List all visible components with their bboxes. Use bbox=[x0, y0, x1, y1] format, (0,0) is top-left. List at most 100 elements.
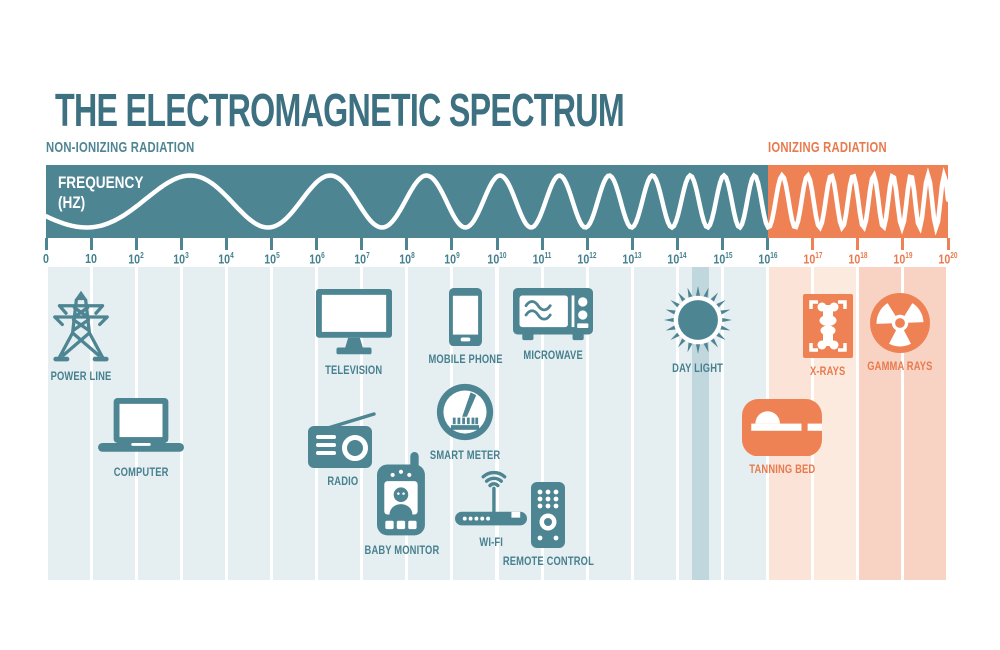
axis-tick-label: 1017 bbox=[803, 251, 823, 267]
axis-tick-label: 1020 bbox=[938, 251, 958, 267]
axis-tick-label: 106 bbox=[308, 251, 325, 267]
device-baby-monitor: BABY MONITOR bbox=[365, 452, 439, 557]
sun-ray bbox=[703, 287, 709, 299]
device-label: BABY MONITOR bbox=[364, 543, 440, 558]
sun-ray bbox=[709, 292, 719, 303]
device-remote-control: REMOTE CONTROL bbox=[502, 482, 593, 568]
device-label: WI-FI bbox=[479, 535, 503, 550]
axis-tick-label: 1014 bbox=[667, 251, 687, 267]
spectrum-column bbox=[227, 267, 270, 580]
sun-ray bbox=[715, 331, 726, 341]
axis-tick bbox=[675, 238, 679, 250]
mobile-phone-icon bbox=[449, 288, 482, 347]
device-day-light: DAY LIGHT bbox=[663, 285, 733, 375]
axis-tick bbox=[89, 238, 93, 250]
axis-tick-label: 10 bbox=[85, 251, 98, 266]
axis-tick-label: 1010 bbox=[487, 251, 507, 267]
axis-tick bbox=[630, 238, 634, 250]
device-x-rays: X-RAYS bbox=[803, 294, 853, 378]
axis-tick bbox=[495, 238, 499, 250]
gamma-rays-icon bbox=[870, 293, 930, 353]
sun-ray bbox=[703, 341, 709, 353]
sun-ray bbox=[721, 317, 733, 323]
page-title: THE ELECTROMAGNETIC SPECTRUM bbox=[55, 83, 625, 136]
axis-tick-label: 1011 bbox=[532, 251, 552, 267]
axis-tick-label: 1019 bbox=[893, 251, 913, 267]
spectrum-column bbox=[47, 267, 90, 580]
non-ionizing-label: NON-IONIZING RADIATION bbox=[46, 139, 195, 156]
axis-tick bbox=[450, 238, 454, 250]
sun-ray bbox=[665, 309, 677, 315]
device-label: TANNING BED bbox=[748, 462, 816, 477]
axis-tick bbox=[360, 238, 364, 250]
device-label: DAY LIGHT bbox=[672, 361, 724, 375]
device-gamma-rays: GAMMA RAYS bbox=[867, 293, 933, 373]
device-label: X-RAYS bbox=[810, 364, 846, 378]
baby-monitor-icon bbox=[377, 452, 425, 536]
device-label: GAMMA RAYS bbox=[867, 359, 933, 373]
axis-tick bbox=[270, 238, 273, 250]
axis-tick bbox=[224, 238, 228, 250]
device-label: TELEVISION bbox=[325, 363, 383, 378]
spectrum-column bbox=[273, 267, 316, 580]
sun-ray bbox=[709, 337, 719, 348]
remote-control-icon bbox=[531, 482, 565, 548]
sun-ray bbox=[687, 287, 693, 299]
axis-tick bbox=[811, 238, 815, 250]
radio-icon bbox=[308, 412, 376, 468]
axis-tick-label: 103 bbox=[173, 251, 190, 267]
device-label: REMOTE CONTROL bbox=[502, 554, 594, 568]
tanning-bed-icon bbox=[742, 399, 822, 457]
axis-tick bbox=[901, 238, 905, 250]
axis-tick-label: 1013 bbox=[622, 251, 642, 267]
microwave-icon bbox=[513, 288, 593, 341]
sun-ray bbox=[665, 325, 677, 331]
axis-tick bbox=[315, 238, 319, 250]
axis-tick bbox=[44, 238, 48, 250]
spectrum-column bbox=[182, 267, 225, 580]
axis-tick-label: 1018 bbox=[848, 251, 868, 267]
device-power-line: POWER LINE bbox=[50, 288, 112, 383]
device-computer: COMPUTER bbox=[98, 398, 184, 479]
device-mobile-phone: MOBILE PHONE bbox=[428, 288, 502, 366]
axis-tick-label: 1015 bbox=[712, 251, 733, 267]
device-smart-meter: SMART METER bbox=[430, 382, 500, 462]
sun-ray bbox=[663, 317, 675, 323]
axis-tick-label: 108 bbox=[399, 251, 415, 267]
device-microwave: MICROWAVE bbox=[513, 288, 593, 362]
sun-ray bbox=[670, 299, 681, 309]
computer-icon bbox=[98, 398, 184, 452]
power-line-icon bbox=[53, 290, 109, 362]
ionizing-label: IONIZING RADIATION bbox=[768, 139, 887, 156]
axis-tick bbox=[856, 238, 860, 250]
device-label: MOBILE PHONE bbox=[428, 352, 503, 367]
wifi-icon bbox=[455, 470, 527, 526]
device-radio: RADIO bbox=[308, 412, 378, 488]
axis-tick-label: 102 bbox=[128, 251, 144, 267]
axis-tick bbox=[134, 238, 138, 250]
axis-tick bbox=[946, 238, 950, 250]
sun-ray bbox=[715, 299, 726, 309]
day-light-icon bbox=[663, 285, 733, 355]
axis-tick bbox=[179, 238, 183, 250]
device-wifi: WI-FI bbox=[455, 469, 527, 549]
axis-tick-label: 109 bbox=[444, 251, 460, 267]
sun-rays bbox=[663, 285, 733, 355]
frequency-axis-label: FREQUENCY (HZ) bbox=[58, 173, 144, 212]
axis-tick-label: 0 bbox=[43, 251, 49, 266]
axis-tick bbox=[766, 238, 770, 250]
device-label: SMART METER bbox=[429, 448, 501, 462]
x-rays-icon bbox=[803, 294, 853, 358]
sun-ray bbox=[695, 285, 701, 297]
axis-tick-label: 105 bbox=[263, 251, 280, 267]
axis-tick-label: 1012 bbox=[577, 251, 597, 267]
axis-tick bbox=[585, 238, 589, 250]
device-label: POWER LINE bbox=[50, 368, 112, 383]
sun-ray bbox=[677, 292, 687, 303]
axis-tick bbox=[540, 238, 544, 250]
spectrum-column bbox=[588, 267, 631, 580]
device-television: TELEVISION bbox=[316, 289, 392, 377]
smart-meter-icon bbox=[436, 383, 494, 441]
sun-ray bbox=[677, 337, 687, 348]
